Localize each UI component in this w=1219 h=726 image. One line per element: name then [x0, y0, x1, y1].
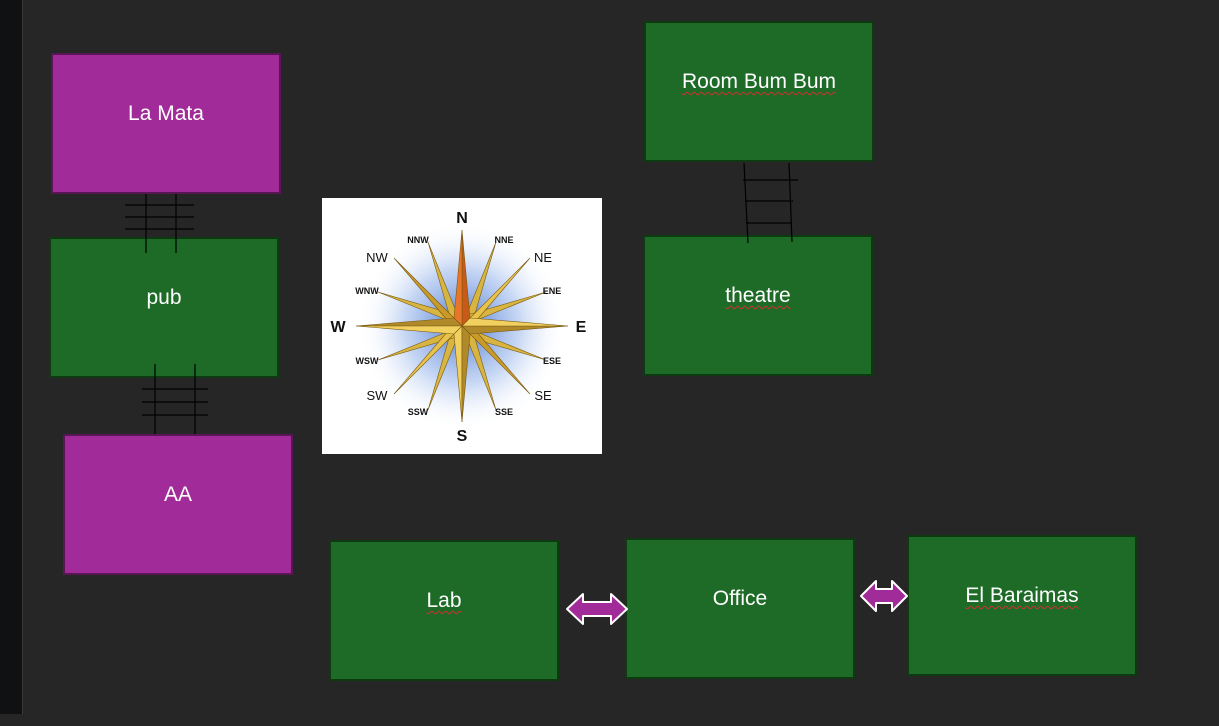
- compass-label-se: SE: [534, 388, 552, 403]
- left-edge-bar: [0, 0, 23, 714]
- room-label-aa: AA: [163, 483, 192, 506]
- compass-label-wsw: WSW: [356, 356, 379, 366]
- room-theatre[interactable]: theatre: [643, 235, 873, 376]
- compass-label-n: N: [456, 210, 468, 227]
- ladder-lamata-pub[interactable]: [125, 194, 194, 253]
- room-aa[interactable]: AA: [63, 434, 293, 575]
- compass-label-ene: ENE: [543, 286, 562, 296]
- room-label-lab: Lab: [426, 589, 462, 612]
- room-label-office: Office: [712, 587, 768, 610]
- compass-label-w: W: [330, 319, 346, 336]
- room-room-bum-bum[interactable]: Room Bum Bum: [644, 21, 874, 162]
- compass-label-sw: SW: [367, 388, 389, 403]
- room-label-la-mata: La Mata: [128, 102, 204, 125]
- room-la-mata[interactable]: La Mata: [51, 53, 281, 194]
- double-arrow-office-elbaraimas[interactable]: [860, 580, 908, 612]
- room-lab[interactable]: Lab: [329, 540, 559, 681]
- compass-label-sse: SSE: [495, 407, 513, 417]
- room-label-theatre: theatre: [725, 284, 791, 307]
- room-el-baraimas[interactable]: El Baraimas: [907, 535, 1137, 676]
- compass-label-nnw: NNW: [407, 235, 429, 245]
- ladder-roombumbum-theatre[interactable]: [743, 162, 798, 244]
- room-pub[interactable]: pub: [49, 237, 279, 378]
- compass-label-ese: ESE: [543, 356, 561, 366]
- room-label-pub: pub: [146, 286, 182, 309]
- compass-rose-image: N S E W NE NW SE SW NNE NNW ENE WNW ESE …: [322, 198, 602, 454]
- ladder-pub-aa[interactable]: [142, 364, 208, 434]
- compass-label-ne: NE: [534, 250, 552, 265]
- compass-label-ssw: SSW: [408, 407, 429, 417]
- compass-label-nne: NNE: [494, 235, 513, 245]
- room-office[interactable]: Office: [625, 538, 855, 679]
- compass-label-wnw: WNW: [355, 286, 379, 296]
- compass-label-e: E: [576, 319, 587, 336]
- compass-label-nw: NW: [366, 250, 388, 265]
- compass-label-s: S: [457, 428, 468, 445]
- double-arrow-lab-office[interactable]: [566, 593, 628, 625]
- compass-star: [355, 229, 569, 423]
- room-label-room-bum-bum: Room Bum Bum: [681, 70, 837, 93]
- room-label-el-baraimas: El Baraimas: [965, 584, 1079, 607]
- compass-rose-icon: N S E W NE NW SE SW NNE NNW ENE WNW ESE …: [330, 210, 587, 445]
